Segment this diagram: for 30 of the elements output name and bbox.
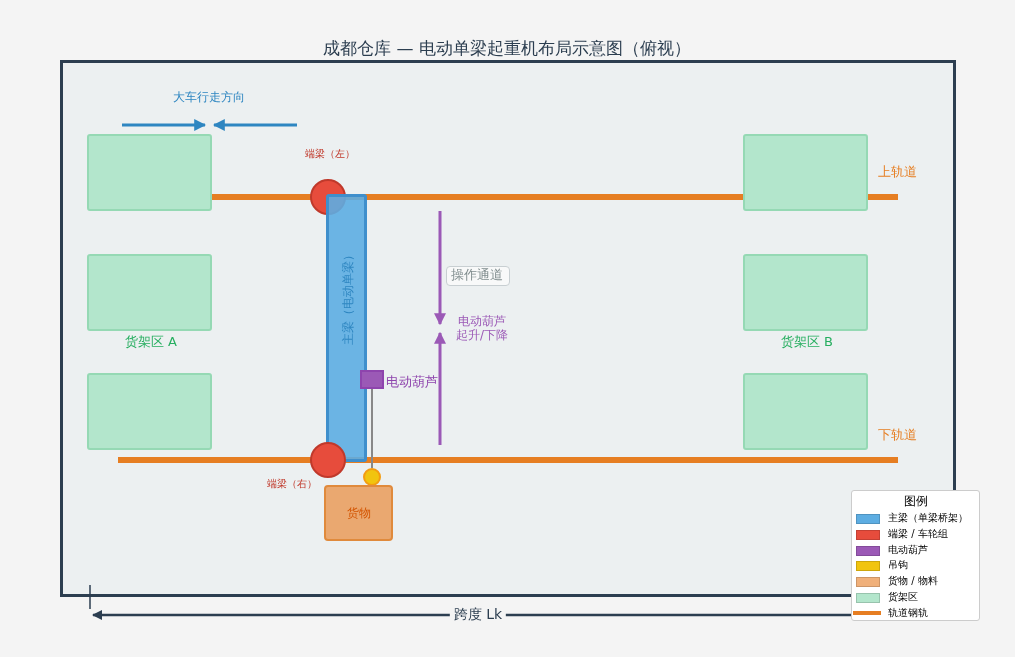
main-beam [326, 194, 367, 462]
title: 成都仓库 — 电动单梁起重机布局示意图（俯视） [323, 36, 691, 60]
cargo-label: 货物 [346, 504, 371, 522]
shelf [87, 134, 212, 211]
aisle-tag [446, 266, 510, 286]
legend-label: 主梁（单梁桥架） [888, 511, 968, 525]
shelf [743, 373, 868, 450]
legend-label: 端梁 / 车轮组 [888, 526, 948, 541]
legend-label: 货物 / 物料 [888, 574, 938, 589]
hook-cable [371, 388, 373, 469]
direction-label: 大车行走方向 [173, 88, 245, 106]
node-caption: 端梁（右） [267, 477, 317, 491]
aisle-label: 操作通道 [451, 266, 503, 284]
legend-label: 货架区 [888, 590, 918, 604]
beam-label: 主梁（电动单梁） [339, 249, 355, 345]
cargo-box [324, 485, 393, 541]
rail-label: 下轨道 [877, 426, 917, 444]
node-caption: 端梁（左） [305, 147, 355, 161]
dimension-label: 跨度 Lk [449, 606, 507, 624]
node-caption: 电动葫芦 [386, 373, 438, 391]
node-caption: 货架区 A [125, 333, 177, 351]
rail-label: 上轨道 [877, 163, 917, 181]
legend-label: 轨道钢轨 [888, 605, 928, 620]
legend-label: 吊钩 [888, 558, 908, 573]
shelf [87, 373, 212, 450]
node-caption: 货架区 B [780, 333, 834, 351]
shelf [743, 134, 868, 211]
legend-title: 图例 [904, 492, 928, 510]
legend-label: 电动葫芦 [888, 542, 928, 557]
lift-label: 电动葫芦起升/下降 [454, 314, 509, 342]
